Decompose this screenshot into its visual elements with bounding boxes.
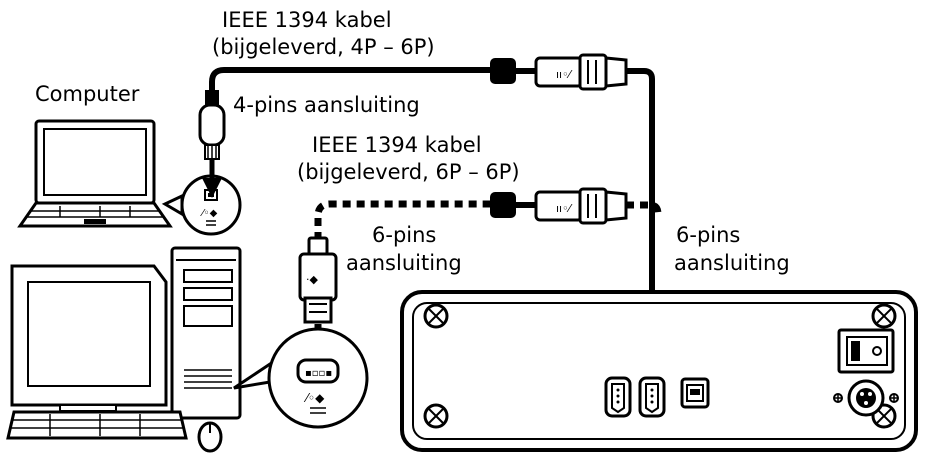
label-cable-6p6p-line2: (bijgeleverd, 6P – 6P) xyxy=(297,160,520,184)
usb-b-icon[interactable] xyxy=(680,377,710,409)
label-computer: Computer xyxy=(35,82,140,106)
label-cable-4p6p-line1: IEEE 1394 kabel xyxy=(222,8,392,32)
cable-6p-6p: ıı◦⁄ ·◆ xyxy=(298,187,662,370)
desktop-computer-icon xyxy=(6,246,242,453)
label-6pin-left-line1: 6-pins xyxy=(372,223,436,247)
label-4pin-connector: 4-pins aansluiting xyxy=(233,93,420,117)
4pin-plug-icon xyxy=(198,90,226,160)
ieee1394-icon: ⁄◦◆ xyxy=(303,391,325,405)
firewire-port-1[interactable] xyxy=(604,376,632,418)
firewire-port-2[interactable] xyxy=(638,376,666,418)
screw-icon xyxy=(423,303,449,329)
power-switch-icon[interactable] xyxy=(837,328,895,374)
device-rear-panel xyxy=(400,290,918,452)
ieee1394-icon: ⁄◦◆ xyxy=(200,208,218,219)
svg-text:ıı◦⁄: ıı◦⁄ xyxy=(556,202,573,215)
laptop-port-zoom: ⁄◦◆ xyxy=(161,174,242,236)
screw-icon xyxy=(871,303,897,329)
cable-4p-6p: ıı◦⁄ xyxy=(198,53,664,372)
svg-text:ıı◦⁄: ıı◦⁄ xyxy=(556,68,573,81)
label-6pin-left-line2: aansluiting xyxy=(346,251,462,275)
6pin-plug-vertical-icon: ·◆ xyxy=(298,236,338,324)
label-6pin-right-line2: aansluiting xyxy=(674,251,790,275)
6pin-plug-icon: ıı◦⁄ xyxy=(534,53,628,91)
screw-icon xyxy=(423,403,449,429)
label-6pin-right-line1: 6-pins xyxy=(676,223,740,247)
svg-text:·◆: ·◆ xyxy=(306,273,318,286)
laptop-icon xyxy=(17,119,173,228)
6pin-plug-icon: ıı◦⁄ xyxy=(534,187,628,225)
label-cable-6p6p-line1: IEEE 1394 kabel xyxy=(312,133,482,157)
6pin-port-icon xyxy=(296,358,340,384)
ferrite-core xyxy=(490,192,516,218)
desktop-port-zoom: ▪▫▫▪ ⁄◦◆ xyxy=(233,327,369,429)
svg-text:▪▫▫▪: ▪▫▫▪ xyxy=(305,368,332,379)
label-cable-4p6p-line2: (bijgeleverd, 4P – 6P) xyxy=(212,35,435,59)
ferrite-core xyxy=(490,58,516,84)
power-jack-icon[interactable] xyxy=(833,379,899,417)
